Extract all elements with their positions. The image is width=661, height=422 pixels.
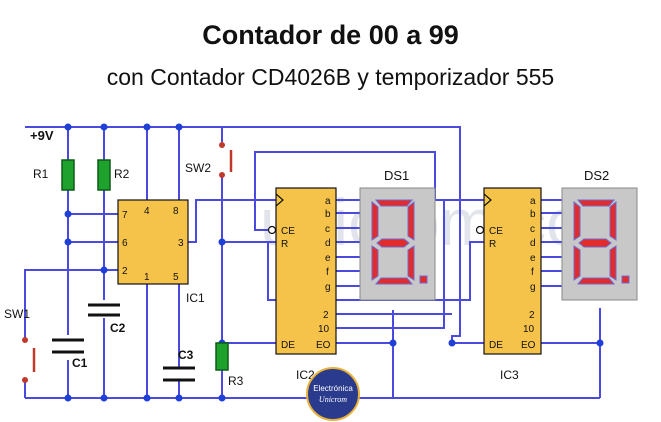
- svg-text:Electrónica: Electrónica: [313, 384, 353, 393]
- sw2-label: SW2: [185, 161, 211, 175]
- ic3-eo-label: EO: [521, 340, 536, 351]
- svg-text:g: g: [530, 282, 536, 293]
- svg-text:a: a: [530, 196, 536, 207]
- display-ds1: [359, 187, 436, 301]
- ic2-de-label: DE: [281, 340, 295, 351]
- ic1-pin7: 7: [122, 210, 128, 221]
- ic3-de-label: DE: [489, 340, 503, 351]
- ic1-pin4: 4: [144, 206, 150, 217]
- diagram-subtitle: con Contador CD4026B y temporizador 555: [106, 64, 555, 90]
- svg-text:Unicrom: Unicrom: [319, 395, 347, 404]
- ic3-ce-label: CE: [489, 226, 503, 237]
- ic3-chip: [483, 187, 542, 355]
- ds1-label: DS1: [384, 168, 409, 183]
- ic1-pin2: 2: [122, 266, 128, 277]
- ic2-outputs: a b c d e f g: [325, 196, 331, 293]
- ic3-pin2-label: 2: [529, 310, 535, 321]
- c1-label: C1: [72, 356, 88, 370]
- capacitor-c1: [52, 338, 84, 354]
- svg-text:c: c: [325, 224, 330, 235]
- r2-label: R2: [114, 167, 130, 181]
- diagram-title: Contador de 00 a 99: [202, 20, 459, 50]
- ic1-pin5: 5: [173, 272, 179, 283]
- svg-text:b: b: [325, 209, 331, 220]
- resistor-r2: [97, 159, 111, 191]
- display-ds2: [561, 187, 638, 301]
- svg-text:f: f: [326, 267, 329, 278]
- ic2-label: IC2: [296, 368, 315, 382]
- svg-text:d: d: [530, 238, 536, 249]
- ic2-eo-label: EO: [316, 340, 331, 351]
- svg-text:g: g: [325, 282, 331, 293]
- ic3-outputs: a b c d e f g: [530, 196, 536, 293]
- switch-terminals: [22, 142, 225, 383]
- svg-text:e: e: [530, 253, 536, 264]
- ic2-pin2-label: 2: [323, 310, 329, 321]
- svg-text:f: f: [531, 267, 534, 278]
- svg-text:c: c: [530, 224, 535, 235]
- r3-label: R3: [228, 374, 244, 388]
- svg-text:d: d: [325, 238, 331, 249]
- capacitor-c3: [163, 366, 195, 382]
- c2-label: C2: [110, 321, 126, 335]
- r1-label: R1: [33, 167, 49, 181]
- ic1-pin6: 6: [122, 238, 128, 249]
- svg-text:a: a: [325, 196, 331, 207]
- ds2-label: DS2: [584, 168, 609, 183]
- ic3-pin10-label: 10: [523, 324, 535, 335]
- unicrom-logo: Electrónica Unicrom: [306, 367, 360, 421]
- resistor-r1: [61, 159, 75, 191]
- c3-label: C3: [178, 348, 194, 362]
- sw1-label: SW1: [4, 307, 30, 321]
- ic1-pin8: 8: [173, 206, 179, 217]
- ic1-pin1: 1: [144, 272, 150, 283]
- ic2-ce-label: CE: [281, 226, 295, 237]
- capacitor-c2: [88, 303, 120, 317]
- junction-nodes: [64, 123, 604, 402]
- supply-label: +9V: [30, 128, 54, 143]
- ic1-pin3: 3: [178, 238, 184, 249]
- ic1-label: IC1: [186, 291, 205, 305]
- resistor-r3: [215, 342, 229, 371]
- ic2-chip: [275, 187, 337, 355]
- ic2-pin10-label: 10: [318, 324, 330, 335]
- svg-text:e: e: [325, 253, 331, 264]
- ic1-chip: [117, 199, 189, 285]
- ic3-label: IC3: [500, 368, 519, 382]
- svg-text:b: b: [530, 209, 536, 220]
- ic2-r-label: R: [281, 239, 288, 250]
- ic3-r-label: R: [489, 239, 496, 250]
